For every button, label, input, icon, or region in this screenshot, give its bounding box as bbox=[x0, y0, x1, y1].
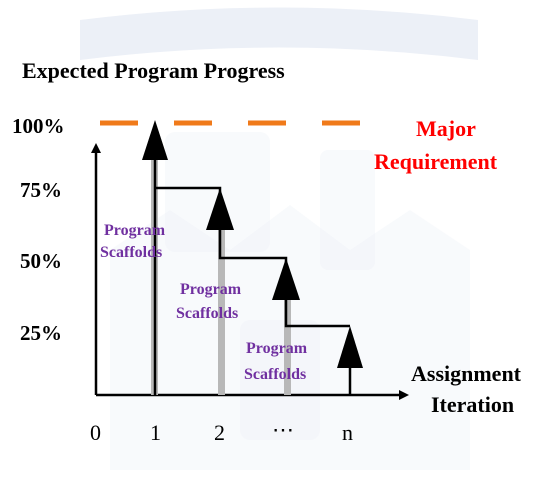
scaffold-label-1: Program Scaffolds bbox=[100, 222, 169, 261]
y-tick-50: 50% bbox=[20, 249, 62, 273]
scaffold-label-2: Program Scaffolds bbox=[176, 281, 245, 322]
progress-arrow-4 bbox=[337, 326, 363, 395]
progress-arrow-2 bbox=[206, 188, 234, 230]
chart-title: Expected Program Progress bbox=[22, 58, 285, 83]
x-tick-2: 2 bbox=[214, 420, 225, 445]
scaffold-bar-3 bbox=[284, 275, 291, 395]
scaffold-label-3: Program Scaffolds bbox=[244, 340, 311, 383]
progress-staircase bbox=[155, 186, 350, 328]
progress-arrow-3 bbox=[272, 258, 300, 300]
x-tick-ellipsis: ⋯ bbox=[272, 417, 294, 442]
x-tick-n: n bbox=[342, 420, 353, 445]
x-tick-1: 1 bbox=[150, 420, 161, 445]
scaffold-bar-2 bbox=[218, 206, 225, 395]
x-axis-label: Assignment Iteration bbox=[411, 361, 527, 417]
progress-arrow-1 bbox=[142, 120, 168, 395]
y-tick-75: 75% bbox=[20, 178, 62, 202]
y-tick-25: 25% bbox=[20, 321, 62, 345]
y-tick-100: 100% bbox=[12, 114, 65, 138]
x-tick-0: 0 bbox=[90, 420, 101, 445]
major-requirement-label: Major Requirement bbox=[374, 116, 498, 174]
